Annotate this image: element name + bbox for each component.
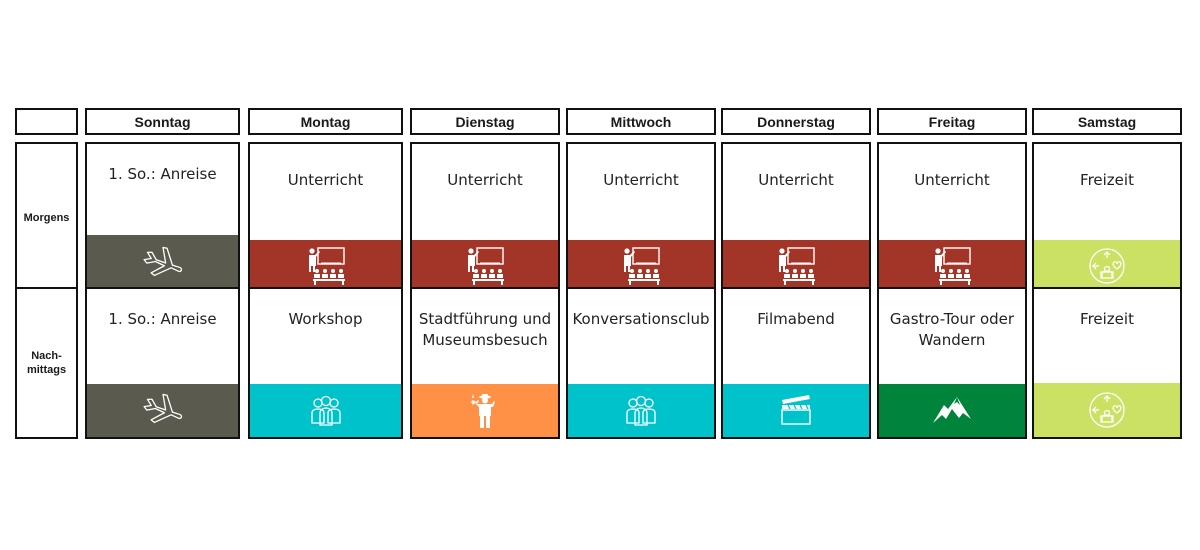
activity-label: Gastro-Tour oder Wandern [889, 310, 1015, 349]
activity-cell: Workshop [248, 287, 403, 439]
activity-label: 1. So.: Anreise [108, 165, 217, 183]
activity-label: Konversationsclub [572, 310, 710, 328]
activity-cell: Unterricht [721, 142, 871, 294]
tour-guide-icon [463, 389, 507, 433]
activity-color-band [1034, 383, 1180, 437]
activity-cell: Unterricht [566, 142, 716, 294]
day-header-donnerstag: Donnerstag [721, 108, 871, 135]
activity-label: Unterricht [914, 171, 990, 189]
activity-label: Workshop [288, 310, 363, 328]
activity-label: Freizeit [1080, 171, 1134, 189]
activity-color-band [412, 240, 558, 292]
group-icon [304, 389, 348, 433]
activity-label: Unterricht [758, 171, 834, 189]
activity-cell: Unterricht [410, 142, 560, 294]
airplane-icon [141, 389, 185, 433]
teacher-classroom-icon [463, 244, 507, 288]
row-label: Nach- mittags [15, 287, 78, 439]
activity-color-band [87, 384, 238, 437]
day-header-dienstag: Dienstag [410, 108, 560, 135]
activity-cell: 1. So.: Anreise [85, 142, 240, 294]
teacher-classroom-icon [930, 244, 974, 288]
day-header-samstag: Samstag [1032, 108, 1182, 135]
day-header-mittwoch: Mittwoch [566, 108, 716, 135]
activity-label: Freizeit [1080, 310, 1134, 328]
teacher-classroom-icon [304, 244, 348, 288]
day-header-freitag: Freitag [877, 108, 1027, 135]
activity-color-band [568, 384, 714, 437]
day-header-montag: Montag [248, 108, 403, 135]
activity-label: Filmabend [757, 310, 835, 328]
header-corner [15, 108, 78, 135]
activity-color-band [879, 384, 1025, 437]
activity-color-band [1034, 240, 1180, 292]
airplane-icon [141, 242, 185, 286]
activity-cell: Freizeit [1032, 142, 1182, 294]
activity-color-band [723, 240, 869, 292]
activity-color-band [412, 384, 558, 437]
activity-label: Unterricht [447, 171, 523, 189]
mountain-icon [930, 389, 974, 433]
group-icon [619, 389, 663, 433]
activity-cell: Filmabend [721, 287, 871, 439]
day-header-sonntag: Sonntag [85, 108, 240, 135]
activity-color-band [87, 235, 238, 292]
activity-color-band [250, 240, 401, 292]
activity-cell: 1. So.: Anreise [85, 287, 240, 439]
leisure-icon [1085, 388, 1129, 432]
activity-cell: Freizeit [1032, 287, 1182, 439]
activity-label: Unterricht [603, 171, 679, 189]
activity-color-band [568, 240, 714, 292]
clapperboard-icon [774, 389, 818, 433]
row-label-text: Nach- mittags [26, 350, 67, 376]
row-label: Morgens [15, 142, 78, 294]
teacher-classroom-icon [619, 244, 663, 288]
activity-label: 1. So.: Anreise [108, 310, 217, 328]
leisure-icon [1085, 244, 1129, 288]
activity-cell: Gastro-Tour oder Wandern [877, 287, 1027, 439]
activity-cell: Unterricht [248, 142, 403, 294]
activity-cell: Unterricht [877, 142, 1027, 294]
row-label-text: Morgens [23, 212, 70, 224]
activity-cell: Stadtführung und Museumsbesuch [410, 287, 560, 439]
teacher-classroom-icon [774, 244, 818, 288]
activity-color-band [250, 384, 401, 437]
activity-color-band [723, 384, 869, 437]
activity-color-band [879, 240, 1025, 292]
activity-cell: Konversationsclub [566, 287, 716, 439]
activity-label: Stadtführung und Museumsbesuch [418, 310, 552, 349]
activity-label: Unterricht [287, 171, 364, 189]
